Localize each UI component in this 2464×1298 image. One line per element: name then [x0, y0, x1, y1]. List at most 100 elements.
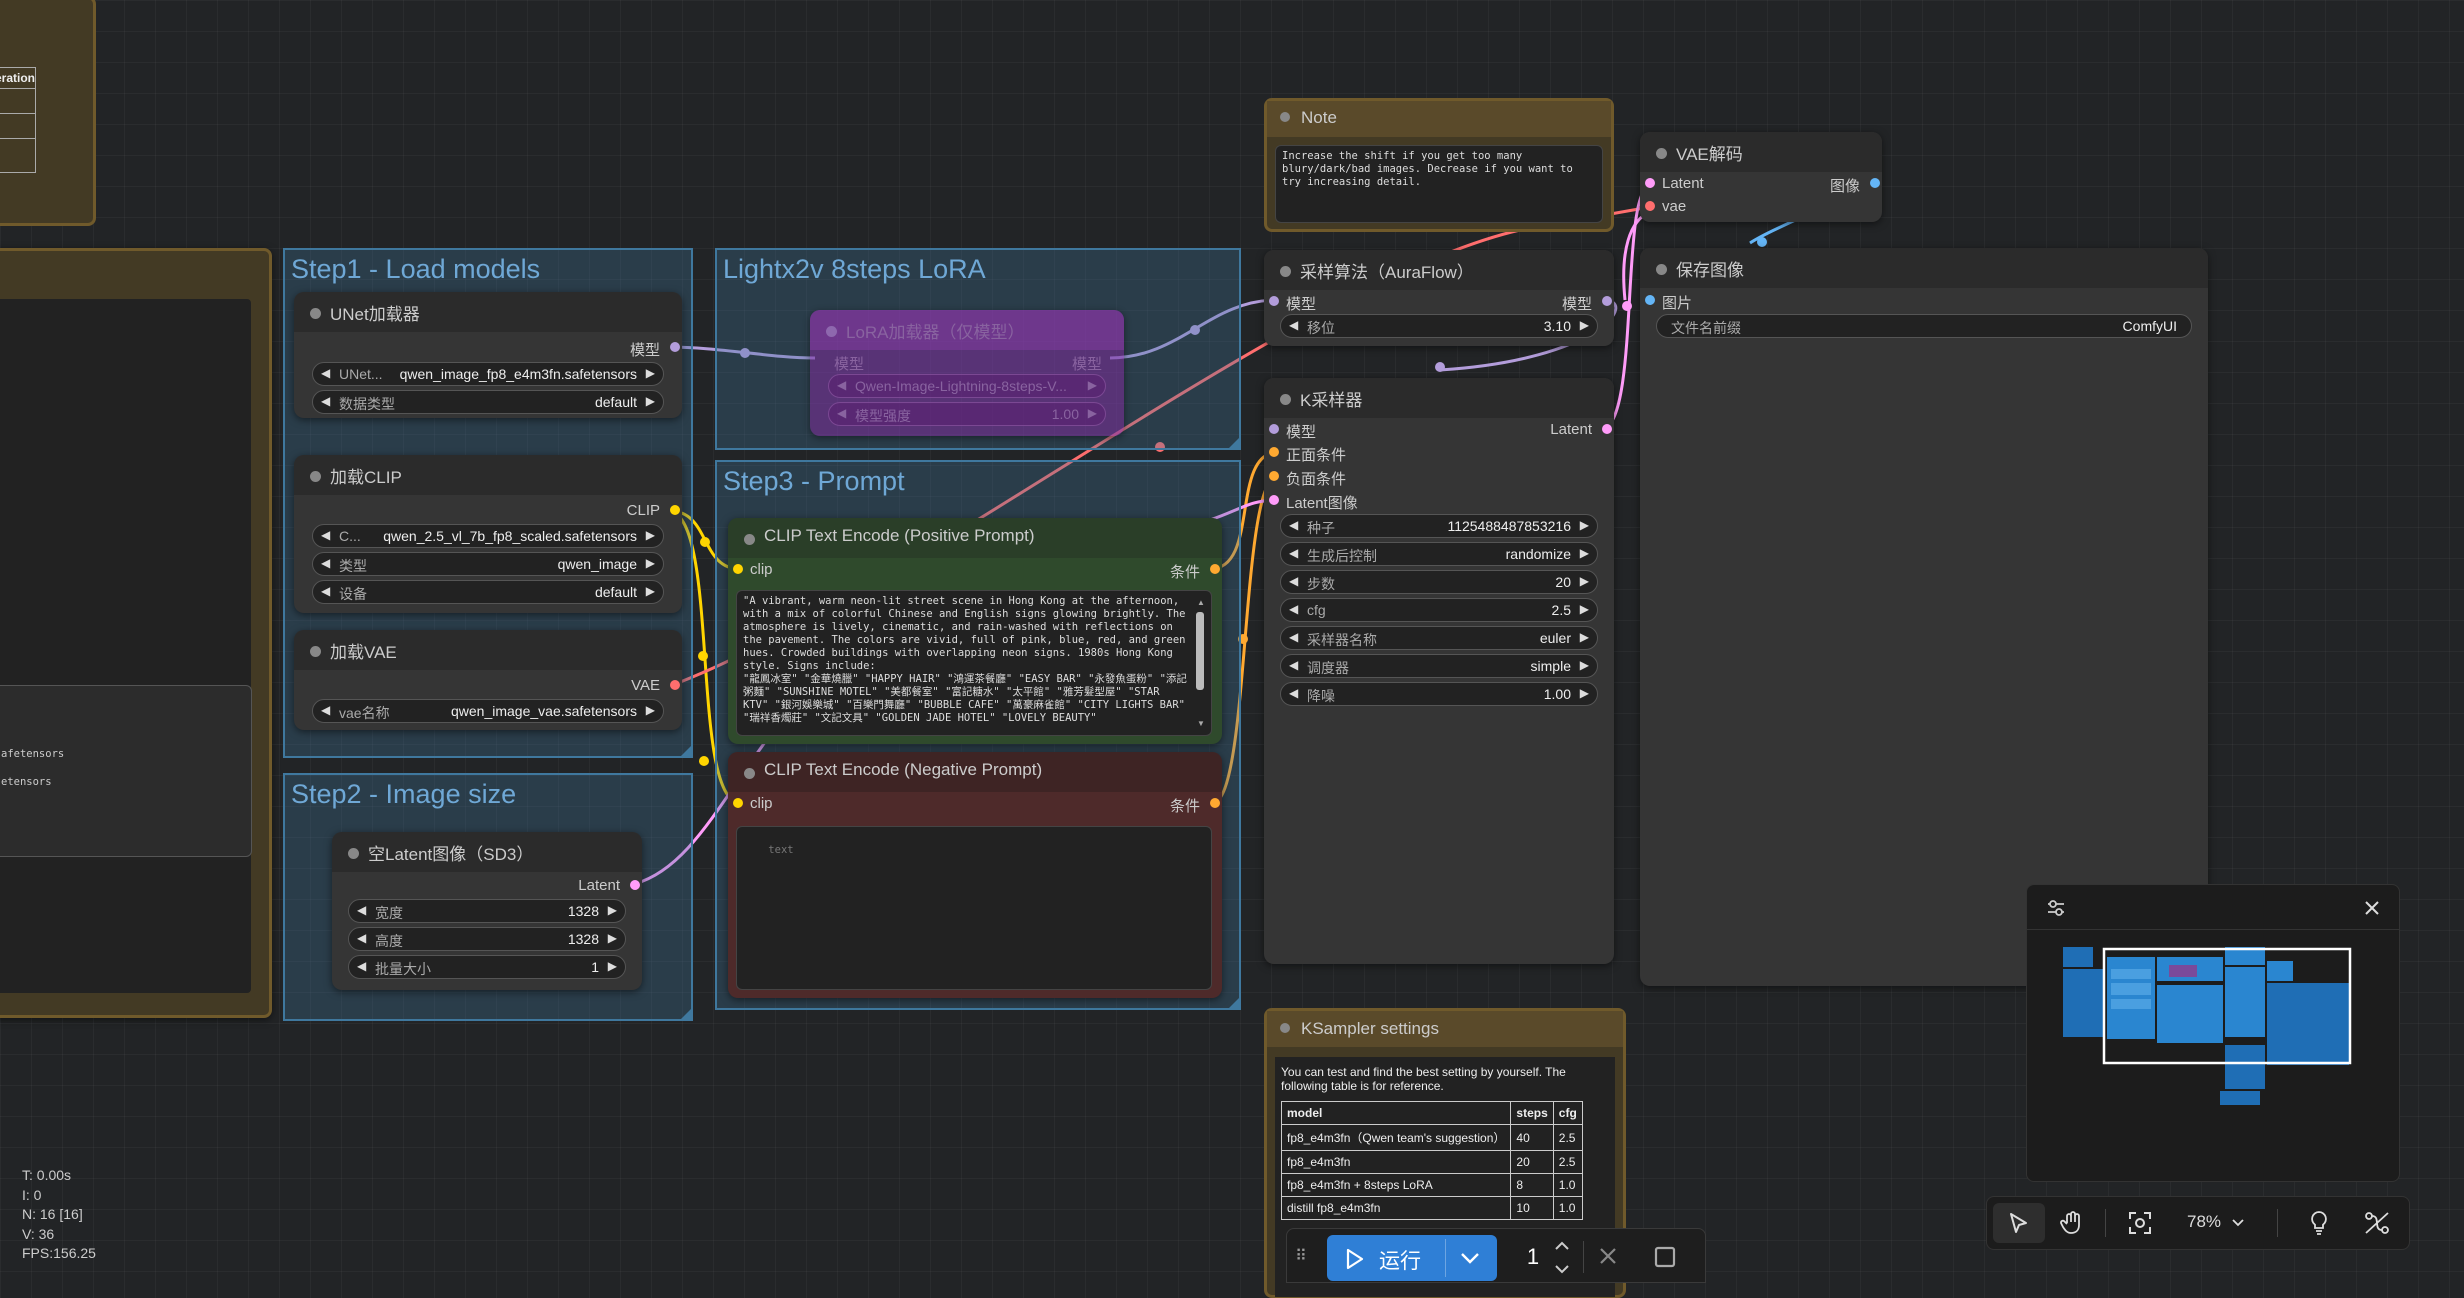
lora-input-label: 模型: [834, 356, 865, 373]
sliders-icon[interactable]: [2045, 897, 2067, 919]
stat-nodes: N: 16 [16]: [22, 1206, 83, 1222]
ks-latent-socket[interactable]: [1269, 495, 1279, 505]
hide-links-icon[interactable]: [2363, 1210, 2391, 1236]
group-step1-title: Step1 - Load models: [291, 254, 541, 284]
node-clip-title: 加载CLIP: [330, 468, 402, 487]
zoom-dropdown[interactable]: 78%: [2187, 1209, 2257, 1237]
partial-node-left[interactable]: afetensors etensors: [0, 248, 272, 1018]
run-button[interactable]: 运行: [1327, 1235, 1497, 1281]
neg-output-socket[interactable]: [1210, 798, 1220, 808]
neg-input-socket[interactable]: [733, 798, 743, 808]
node-positive-prompt[interactable]: CLIP Text Encode (Positive Prompt) clip …: [728, 518, 1222, 744]
node-unet-loader[interactable]: UNet加载器 模型 ◀UNet...qwen_image_fp8_e4m3fn…: [294, 292, 682, 418]
aura-output-socket[interactable]: [1602, 296, 1612, 306]
lightbulb-icon[interactable]: [2307, 1209, 2331, 1237]
lora-output-label: 模型: [1071, 356, 1102, 373]
ks-output-socket[interactable]: [1602, 424, 1612, 434]
render-stats: T: 0.00s I: 0 N: 16 [16] V: 36 FPS:156.2…: [22, 1166, 96, 1264]
pos-input-label: clip: [750, 561, 773, 578]
table-header: cfg: [1552, 1101, 1583, 1125]
pos-output-socket[interactable]: [1210, 564, 1220, 574]
ks-latent-label: Latent图像: [1286, 495, 1358, 512]
unet-name-combo[interactable]: ◀UNet...qwen_image_fp8_e4m3fn.safetensor…: [312, 362, 664, 386]
clip-output-socket[interactable]: [670, 505, 680, 515]
vd-vae-socket[interactable]: [1645, 201, 1655, 211]
node-vae-decode[interactable]: VAE解码 Latent vae 图像: [1640, 132, 1882, 222]
aura-output-label: 模型: [1561, 296, 1592, 313]
group-step3-title: Step3 - Prompt: [723, 466, 905, 496]
lora-name-combo[interactable]: ◀Qwen-Image-Lightning-8steps-V...▶: [828, 374, 1106, 398]
node-note[interactable]: Note Increase the shift if you get too m…: [1264, 98, 1614, 232]
chevron-up-icon[interactable]: [1551, 1237, 1573, 1255]
chevron-down-icon[interactable]: [1551, 1260, 1573, 1278]
chevron-down-icon: [2232, 1219, 2244, 1227]
pos-input-socket[interactable]: [733, 564, 743, 574]
latent-output-socket[interactable]: [630, 880, 640, 890]
vd-output-socket[interactable]: [1870, 178, 1880, 188]
minimap-panel[interactable]: [2026, 884, 2400, 1182]
unet-output-socket[interactable]: [670, 342, 680, 352]
close-icon[interactable]: [1597, 1245, 1619, 1267]
run-toolbar: ⠿ 运行 1: [1286, 1228, 1706, 1283]
stop-icon[interactable]: [1653, 1245, 1677, 1269]
vd-latent-socket[interactable]: [1645, 178, 1655, 188]
vd-output-label: 图像: [1829, 178, 1860, 195]
clip-output-label: CLIP: [626, 502, 660, 519]
close-icon[interactable]: [2361, 897, 2383, 919]
hand-icon[interactable]: [2059, 1210, 2085, 1236]
partial-note-top[interactable]: eration: [0, 0, 96, 226]
pos-prompt-textarea[interactable]: "A vibrant, warm neon-lit street scene i…: [736, 590, 1212, 736]
chevron-down-icon[interactable]: [1459, 1251, 1481, 1265]
batch-count-stepper[interactable]: [1551, 1237, 1573, 1277]
clip-name-combo[interactable]: ◀C...qwen_2.5_vl_7b_fp8_scaled.safetenso…: [312, 524, 664, 548]
ks-model-socket[interactable]: [1269, 424, 1279, 434]
batch-count-input[interactable]: 1: [1526, 1244, 1540, 1269]
vd-latent-label: Latent: [1662, 175, 1704, 192]
minimap-canvas[interactable]: [2063, 947, 2363, 1137]
pos-textarea-scrollbar[interactable]: ▲ ▼: [1196, 598, 1205, 728]
select-tool-button[interactable]: [1993, 1203, 2045, 1243]
save-input-socket[interactable]: [1645, 295, 1655, 305]
ks-neg-socket[interactable]: [1269, 471, 1279, 481]
ks-settings-table: model steps cfg fp8_e4m3fn（Qwen team's s…: [1280, 1101, 1583, 1220]
vae-output-socket[interactable]: [670, 680, 680, 690]
note-textarea[interactable]: Increase the shift if you get too many b…: [1275, 145, 1603, 223]
latent-output-label: Latent: [578, 877, 620, 894]
node-clip-loader[interactable]: 加载CLIP CLIP ◀C...qwen_2.5_vl_7b_fp8_scal…: [294, 455, 682, 613]
node-lora-loader[interactable]: LoRA加载器（仅模型） 模型 模型 ◀Qwen-Image-Lightning…: [810, 310, 1124, 436]
neg-output-label: 条件: [1169, 798, 1200, 815]
ks-settings-title: KSampler settings: [1301, 1019, 1439, 1038]
minimap-viewport: [2102, 947, 2352, 1065]
neg-prompt-textarea[interactable]: text: [736, 826, 1212, 990]
ks-model-label: 模型: [1286, 424, 1317, 441]
aura-input-socket[interactable]: [1269, 296, 1279, 306]
drag-handle-icon[interactable]: ⠿: [1295, 1248, 1307, 1265]
fit-view-icon[interactable]: [2127, 1210, 2153, 1236]
node-negative-prompt[interactable]: CLIP Text Encode (Negative Prompt) clip …: [728, 752, 1222, 998]
ks-pos-socket[interactable]: [1269, 447, 1279, 457]
